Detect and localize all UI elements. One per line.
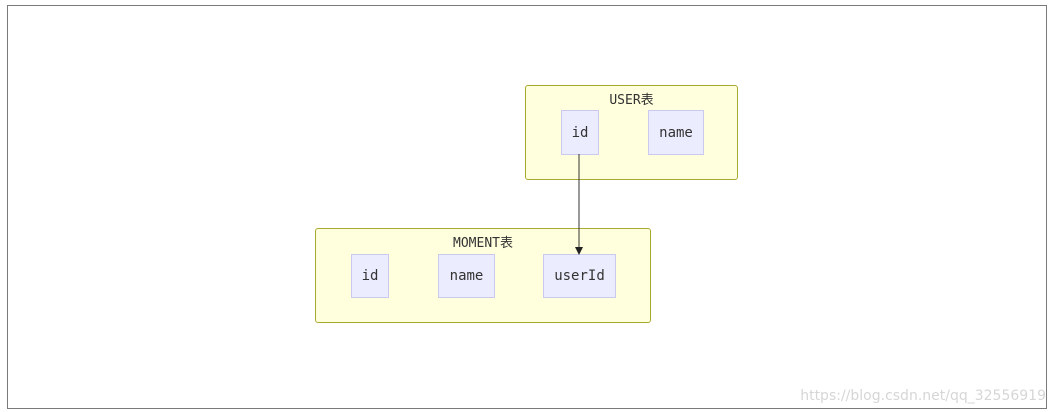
moment-id-field: id	[351, 254, 389, 298]
moment-table-title: MOMENT表	[453, 236, 513, 251]
moment-name-field: name	[438, 254, 495, 298]
diagram-canvas	[7, 5, 1047, 409]
moment-userid-field: userId	[543, 254, 616, 298]
watermark-text: https://blog.csdn.net/qq_32556919	[800, 388, 1046, 404]
user-name-field: name	[648, 110, 704, 155]
user-table-title: USER表	[609, 93, 654, 108]
user-table-group: USER表 id name	[525, 85, 738, 180]
user-id-field: id	[561, 110, 599, 155]
moment-table-group: MOMENT表 id name userId	[315, 228, 651, 323]
